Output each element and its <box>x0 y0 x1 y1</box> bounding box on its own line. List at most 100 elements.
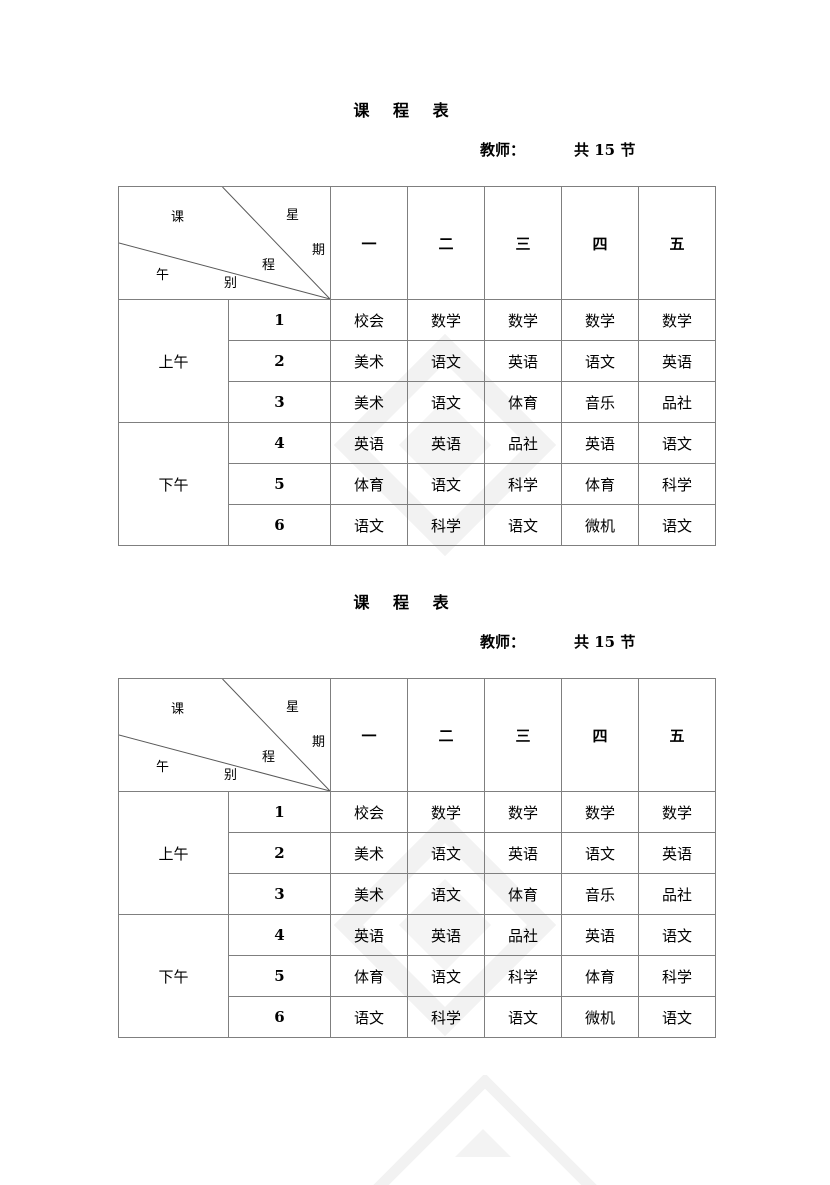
teacher-label-1: 教师： <box>480 141 526 159</box>
subject-cell[interactable]: 美术 <box>330 381 408 423</box>
schedule-table-2: 课 星 期 程 别 午 一 二 三 四 五 上午 1 校会 <box>118 678 716 1038</box>
subject-cell[interactable]: 语文 <box>561 832 639 874</box>
subject-cell[interactable]: 语文 <box>407 340 485 382</box>
subject-cell[interactable]: 语文 <box>407 463 485 505</box>
subject-cell[interactable]: 科学 <box>407 504 485 546</box>
weekday-header-wed: 三 <box>484 186 562 300</box>
subject-cell[interactable]: 语文 <box>561 340 639 382</box>
subject-cell[interactable]: 语文 <box>407 832 485 874</box>
subject-cell[interactable]: 数学 <box>484 299 562 341</box>
corner-label-halfday: 午 <box>156 268 170 283</box>
teacher-label-2: 教师： <box>480 633 526 651</box>
subject-cell[interactable]: 科学 <box>638 463 716 505</box>
subject-cell[interactable]: 语文 <box>330 504 408 546</box>
subject-cell[interactable]: 数学 <box>407 299 485 341</box>
subject-cell[interactable]: 品社 <box>484 914 562 956</box>
subject-cell[interactable]: 英语 <box>561 422 639 464</box>
subject-cell[interactable]: 语文 <box>330 996 408 1038</box>
subject-cell[interactable]: 数学 <box>638 791 716 833</box>
subject-cell[interactable]: 语文 <box>638 422 716 464</box>
subject-cell[interactable]: 语文 <box>407 955 485 997</box>
subject-cell[interactable]: 英语 <box>638 340 716 382</box>
period-number: 4 <box>228 914 331 956</box>
period-number: 5 <box>228 463 331 505</box>
weekday-header-fri: 五 <box>638 186 716 300</box>
subject-cell[interactable]: 英语 <box>484 832 562 874</box>
corner-label-course-1: 课 <box>171 210 185 225</box>
corner-label-course-3: 别 <box>224 276 238 291</box>
subject-cell[interactable]: 英语 <box>407 914 485 956</box>
subject-cell[interactable]: 英语 <box>561 914 639 956</box>
subject-cell[interactable]: 英语 <box>330 914 408 956</box>
corner-diagonal-lines-icon <box>119 679 330 791</box>
table-header-row: 课 星 期 程 别 午 一 二 三 四 五 <box>118 678 716 792</box>
subject-cell[interactable]: 英语 <box>484 340 562 382</box>
subject-cell[interactable]: 科学 <box>638 955 716 997</box>
weekday-header-fri: 五 <box>638 678 716 792</box>
subject-cell[interactable]: 音乐 <box>561 873 639 915</box>
subject-cell[interactable]: 语文 <box>407 381 485 423</box>
subject-cell[interactable]: 微机 <box>561 504 639 546</box>
period-number: 6 <box>228 504 331 546</box>
subject-cell[interactable]: 数学 <box>484 791 562 833</box>
total-periods-1: 共 15 节 <box>574 141 636 159</box>
subject-cell[interactable]: 科学 <box>484 463 562 505</box>
subject-cell[interactable]: 语文 <box>484 504 562 546</box>
weekday-header-mon: 一 <box>330 678 408 792</box>
subject-cell[interactable]: 数学 <box>561 791 639 833</box>
subject-cell[interactable]: 美术 <box>330 340 408 382</box>
subject-cell[interactable]: 科学 <box>484 955 562 997</box>
table-row: 6 语文 科学 语文 微机 语文 <box>119 504 716 546</box>
subject-cell[interactable]: 美术 <box>330 873 408 915</box>
subject-cell[interactable]: 体育 <box>484 381 562 423</box>
subject-cell[interactable]: 品社 <box>484 422 562 464</box>
period-number: 3 <box>228 381 331 423</box>
table-row: 3 美术 语文 体育 音乐 品社 <box>119 873 716 915</box>
corner-label-course-2: 程 <box>262 258 276 273</box>
subject-cell[interactable]: 英语 <box>330 422 408 464</box>
period-number: 5 <box>228 955 331 997</box>
period-number: 1 <box>228 791 331 833</box>
subject-cell[interactable]: 品社 <box>638 381 716 423</box>
subject-cell[interactable]: 语文 <box>638 914 716 956</box>
subject-cell[interactable]: 语文 <box>484 996 562 1038</box>
subject-cell[interactable]: 体育 <box>561 463 639 505</box>
subject-cell[interactable]: 语文 <box>638 996 716 1038</box>
corner-label-course-3: 别 <box>224 768 238 783</box>
subject-cell[interactable]: 数学 <box>561 299 639 341</box>
subject-cell[interactable]: 校会 <box>330 791 408 833</box>
subject-cell[interactable]: 语文 <box>407 873 485 915</box>
subject-cell[interactable]: 美术 <box>330 832 408 874</box>
subject-cell[interactable]: 体育 <box>330 463 408 505</box>
subject-cell[interactable]: 体育 <box>484 873 562 915</box>
weekday-header-tue: 二 <box>407 186 485 300</box>
corner-label-halfday: 午 <box>156 760 170 775</box>
page-title-2: 课 程 表 <box>353 593 458 612</box>
subject-cell[interactable]: 体育 <box>561 955 639 997</box>
subject-cell[interactable]: 数学 <box>407 791 485 833</box>
table-row: 下午 4 英语 英语 品社 英语 语文 <box>118 422 716 546</box>
subject-cell[interactable]: 品社 <box>638 873 716 915</box>
subject-cell[interactable]: 音乐 <box>561 381 639 423</box>
subject-cell[interactable]: 数学 <box>638 299 716 341</box>
section-label-morning: 上午 <box>118 791 229 915</box>
subject-cell[interactable]: 科学 <box>407 996 485 1038</box>
section-label-morning: 上午 <box>118 299 229 423</box>
corner-diagonal-lines-icon <box>119 187 330 299</box>
subject-cell[interactable]: 英语 <box>638 832 716 874</box>
page-title-1: 课 程 表 <box>353 101 458 120</box>
period-number: 1 <box>228 299 331 341</box>
subject-cell[interactable]: 体育 <box>330 955 408 997</box>
schedule-table-1: 课 星 期 程 别 午 一 二 三 四 五 上午 1 校会 <box>118 186 716 546</box>
corner-label-weekday-1: 星 <box>286 208 300 223</box>
weekday-header-thu: 四 <box>561 678 639 792</box>
corner-label-weekday-1: 星 <box>286 700 300 715</box>
subject-cell[interactable]: 英语 <box>407 422 485 464</box>
subject-cell[interactable]: 语文 <box>638 504 716 546</box>
subject-cell[interactable]: 校会 <box>330 299 408 341</box>
corner-label-course-1: 课 <box>171 702 185 717</box>
table-row: 上午 1 校会 数学 数学 数学 数学 <box>118 299 716 423</box>
table-row: 2 美术 语文 英语 语文 英语 <box>119 340 716 382</box>
subject-cell[interactable]: 微机 <box>561 996 639 1038</box>
